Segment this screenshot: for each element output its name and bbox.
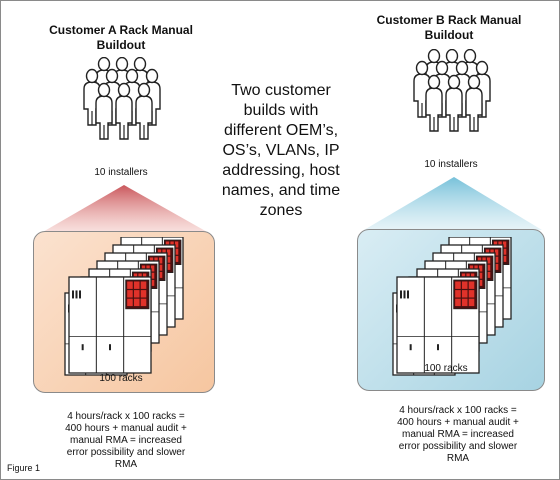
server-rack-icon [396,276,480,374]
customer-b-title: Customer B Rack Manual Buildout [369,13,529,43]
customer-a-desc-line: 4 hours/rack x 100 racks = [67,411,185,422]
customer-b-desc-line: 4 hours/rack x 100 racks = [399,405,517,416]
customer-a-installers-group [83,57,161,140]
customer-b-racks-label: 100 racks [424,363,468,374]
customer-b-description: 4 hours/rack x 100 racks = 400 hours + m… [363,405,553,465]
customer-a-installers-label: 10 installers [94,167,148,178]
customer-a-racks-label: 100 racks [99,373,143,384]
customer-a-desc-line: RMA [114,459,138,470]
customer-a-title-line2: Buildout [96,38,146,52]
customer-b-installers-label: 10 installers [424,159,478,170]
customer-b-desc-line: RMA [446,453,470,464]
comparison-text-line: different OEM’s, [223,122,339,139]
comparison-text: Two customer builds with different OEM’s… [211,81,351,221]
customer-a-desc-line: 400 hours + manual audit + [65,423,187,434]
customer-a-title: Customer A Rack Manual Buildout [41,23,201,53]
customer-b-desc-line: manual RMA = increased [401,429,514,440]
customer-b-title-line2: Buildout [424,28,474,42]
customer-a-beam [41,185,209,233]
customer-a-rack-stack [64,237,184,376]
customer-b-rack-stack [392,237,512,376]
customer-b-desc-line: error possibility and slower [398,441,518,452]
customer-b-title-line1: Customer B Rack Manual [376,13,522,27]
person-icon [425,74,443,132]
customer-a-desc-line: error possibility and slower [66,447,186,458]
comparison-text-line: names, and time [221,182,341,199]
customer-b-desc-line: 400 hours + manual audit + [397,417,519,428]
person-icon [115,82,133,140]
comparison-text-line: Two customer [231,82,331,99]
customer-b-beam [364,177,542,230]
comparison-text-line: zones [259,202,303,219]
figure-label: Figure 1 [7,463,41,473]
comparison-text-line: builds with [243,102,319,119]
customer-a-title-line1: Customer A Rack Manual [49,23,193,37]
person-icon [135,82,153,140]
comparison-text-line: addressing, host [222,162,340,179]
server-rack-icon [68,276,152,374]
person-icon [445,74,463,132]
customer-a-description: 4 hours/rack x 100 racks = 400 hours + m… [31,411,221,471]
customer-a-desc-line: manual RMA = increased [69,435,182,446]
customer-b-installers-group [413,49,491,132]
comparison-text-line: OS’s, VLANs, IP [222,142,340,159]
person-icon [95,82,113,140]
person-icon [465,74,483,132]
